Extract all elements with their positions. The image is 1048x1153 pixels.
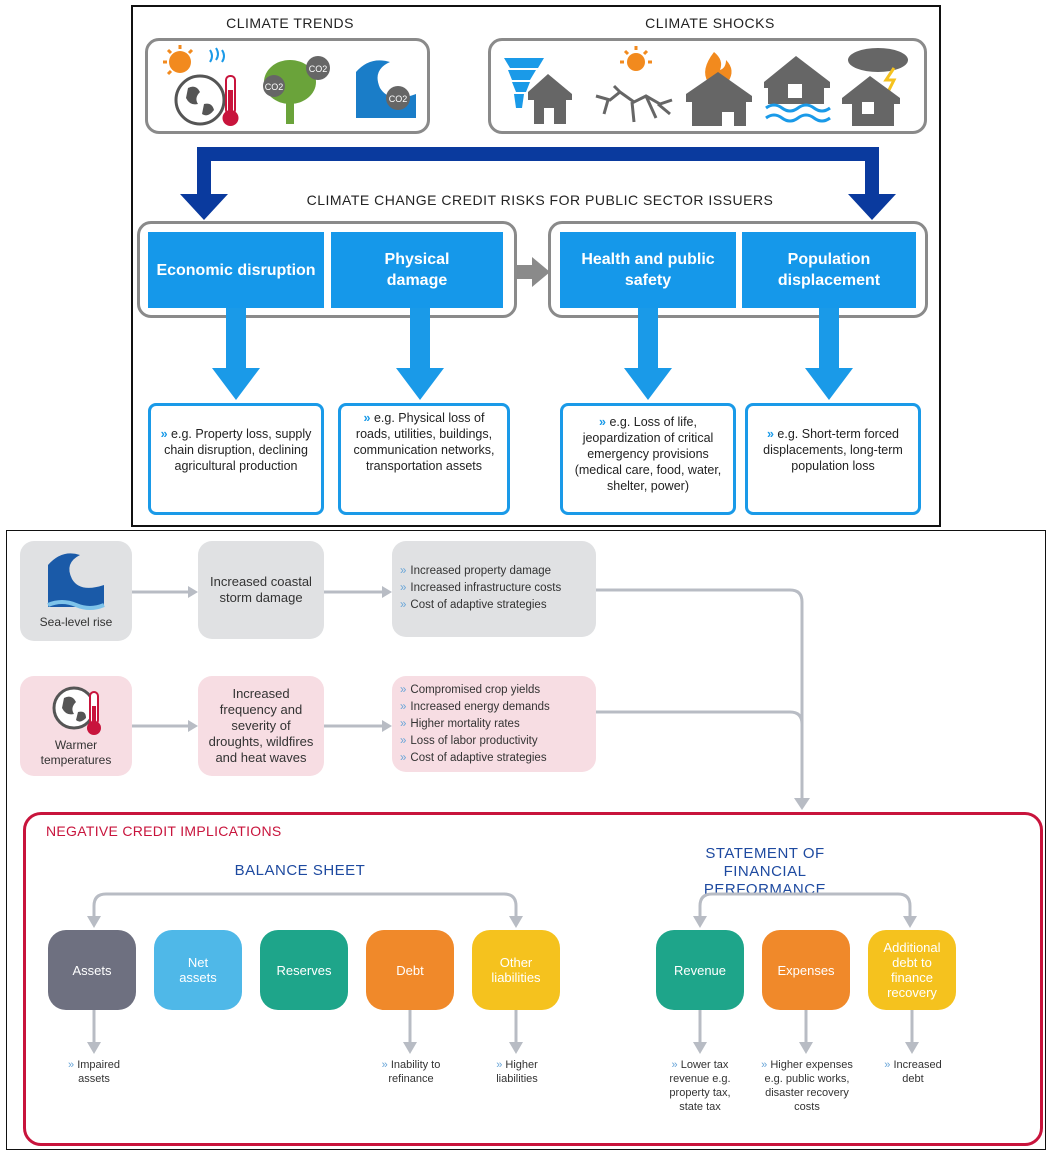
debt-box: Debt: [366, 930, 454, 1010]
bullet-chevron: »: [160, 427, 168, 441]
tornado-house-icon: [504, 58, 572, 124]
other-liabilities-box: Other liabilities: [472, 930, 560, 1010]
effect-population: » e.g. Short-term forced displacements, …: [745, 403, 921, 515]
sea-level-bullets-box: [392, 541, 596, 637]
expenses-note: » Higher expenses e.g. public works, dis…: [761, 1059, 853, 1113]
down-arrow-health: [624, 308, 672, 400]
other-liabilities-note: » Higher liabilities: [496, 1059, 538, 1085]
negative-credit-title: NEGATIVE CREDIT IMPLICATIONS: [46, 823, 282, 839]
bullet-chevron: »: [766, 427, 774, 441]
bracket-arrows: [87, 892, 917, 928]
bottom-diagram-frame: [6, 530, 1046, 1150]
climate-trends-title: CLIMATE TRENDS: [226, 15, 354, 31]
effect-health: » e.g. Loss of life, jeopardization of c…: [560, 403, 736, 515]
assets-box: Assets: [48, 930, 136, 1010]
risk-economic-disruption: Economic disruption: [148, 232, 324, 308]
reserves-box: Reserves: [260, 930, 348, 1010]
down-arrow-population: [805, 308, 853, 400]
wave-icon: [47, 553, 105, 610]
globe-thermometer-icon: [52, 686, 101, 735]
net-assets-box: Net assets: [154, 930, 242, 1010]
top-diagram-frame: [131, 5, 941, 527]
flow-arrows: [132, 586, 810, 810]
additional-debt-box: Additional debt to finance recovery: [868, 930, 956, 1010]
list-item: »Loss of labor productivity: [400, 735, 538, 747]
assets-note: » Impaired assets: [68, 1059, 120, 1085]
grey-connector-arrow: [516, 257, 550, 287]
co2-label: CO2: [389, 94, 408, 104]
bullet-chevron: »: [599, 415, 606, 429]
navy-bracket-arrow: [180, 147, 896, 220]
list-item: »Increased infrastructure costs: [400, 582, 562, 594]
credit-risks-title: CLIMATE CHANGE CREDIT RISKS FOR PUBLIC S…: [306, 192, 774, 208]
sun-globe-thermometer-icon: [163, 45, 239, 126]
expenses-box: Expenses: [762, 930, 850, 1010]
list-item: »Compromised crop yields: [400, 684, 541, 696]
fire-house-icon: [686, 52, 752, 126]
co2-label: CO2: [309, 64, 328, 74]
warmer-impact: Increased frequency and severity of drou…: [198, 676, 324, 776]
negative-credit-frame: [23, 812, 1043, 1146]
warmer-label: Warmer temperatures: [40, 738, 112, 767]
risk-health-public-safety: Health and public safety: [560, 232, 736, 308]
bullet-chevron: »: [363, 411, 371, 425]
effect-physical: » e.g. Physical loss of roads, utilities…: [338, 403, 510, 515]
list-item: »Cost of adaptive strategies: [400, 752, 547, 764]
list-item: »Cost of adaptive strategies: [400, 599, 547, 611]
effect-population-text: e.g. Short-term forced displacements, lo…: [763, 427, 903, 473]
effect-physical-text: e.g. Physical loss of roads, utilities, …: [353, 411, 495, 473]
effect-economic-text: e.g. Property loss, supply chain disrupt…: [164, 427, 312, 473]
effect-economic: » e.g. Property loss, supply chain disru…: [148, 403, 324, 515]
flood-house-icon: [764, 56, 831, 123]
warmer-driver: Warmer temperatures: [20, 676, 132, 776]
warmer-bullets-box: [392, 676, 596, 772]
sea-level-label: Sea-level rise: [39, 615, 113, 629]
balance-sheet-title: BALANCE SHEET: [234, 862, 366, 879]
additional-debt-note: » Increased debt: [884, 1059, 942, 1085]
down-arrow-physical: [396, 308, 444, 400]
drought-sun-icon: [595, 46, 673, 123]
co2-label: CO2: [265, 82, 284, 92]
sea-level-impact: Increased coastal storm damage: [198, 541, 324, 639]
climate-shocks-title: CLIMATE SHOCKS: [645, 15, 775, 31]
warmer-bullets: »Compromised crop yields »Increased ener…: [400, 682, 595, 767]
down-arrow-economic: [212, 308, 260, 400]
revenue-note: » Lower tax revenue e.g. property tax, s…: [669, 1059, 731, 1113]
tree-co2-icon: CO2 CO2: [263, 56, 330, 124]
revenue-box: Revenue: [656, 930, 744, 1010]
risk-population-displacement: Population displacement: [742, 232, 916, 308]
sea-level-driver: Sea-level rise: [20, 541, 132, 641]
sea-level-bullets: »Increased property damage »Increased in…: [400, 563, 595, 614]
effect-health-text: e.g. Loss of life, jeopardization of cri…: [574, 415, 722, 493]
risk-physical-damage: Physical damage: [331, 232, 503, 308]
wave-co2-icon: CO2: [356, 60, 416, 118]
note-arrows: [87, 1010, 919, 1054]
list-item: »Increased energy demands: [400, 701, 550, 713]
debt-note: » Inability to refinance: [381, 1059, 441, 1085]
list-item: »Higher mortality rates: [400, 718, 520, 730]
list-item: »Increased property damage: [400, 565, 552, 577]
storm-house-icon: [842, 48, 908, 126]
